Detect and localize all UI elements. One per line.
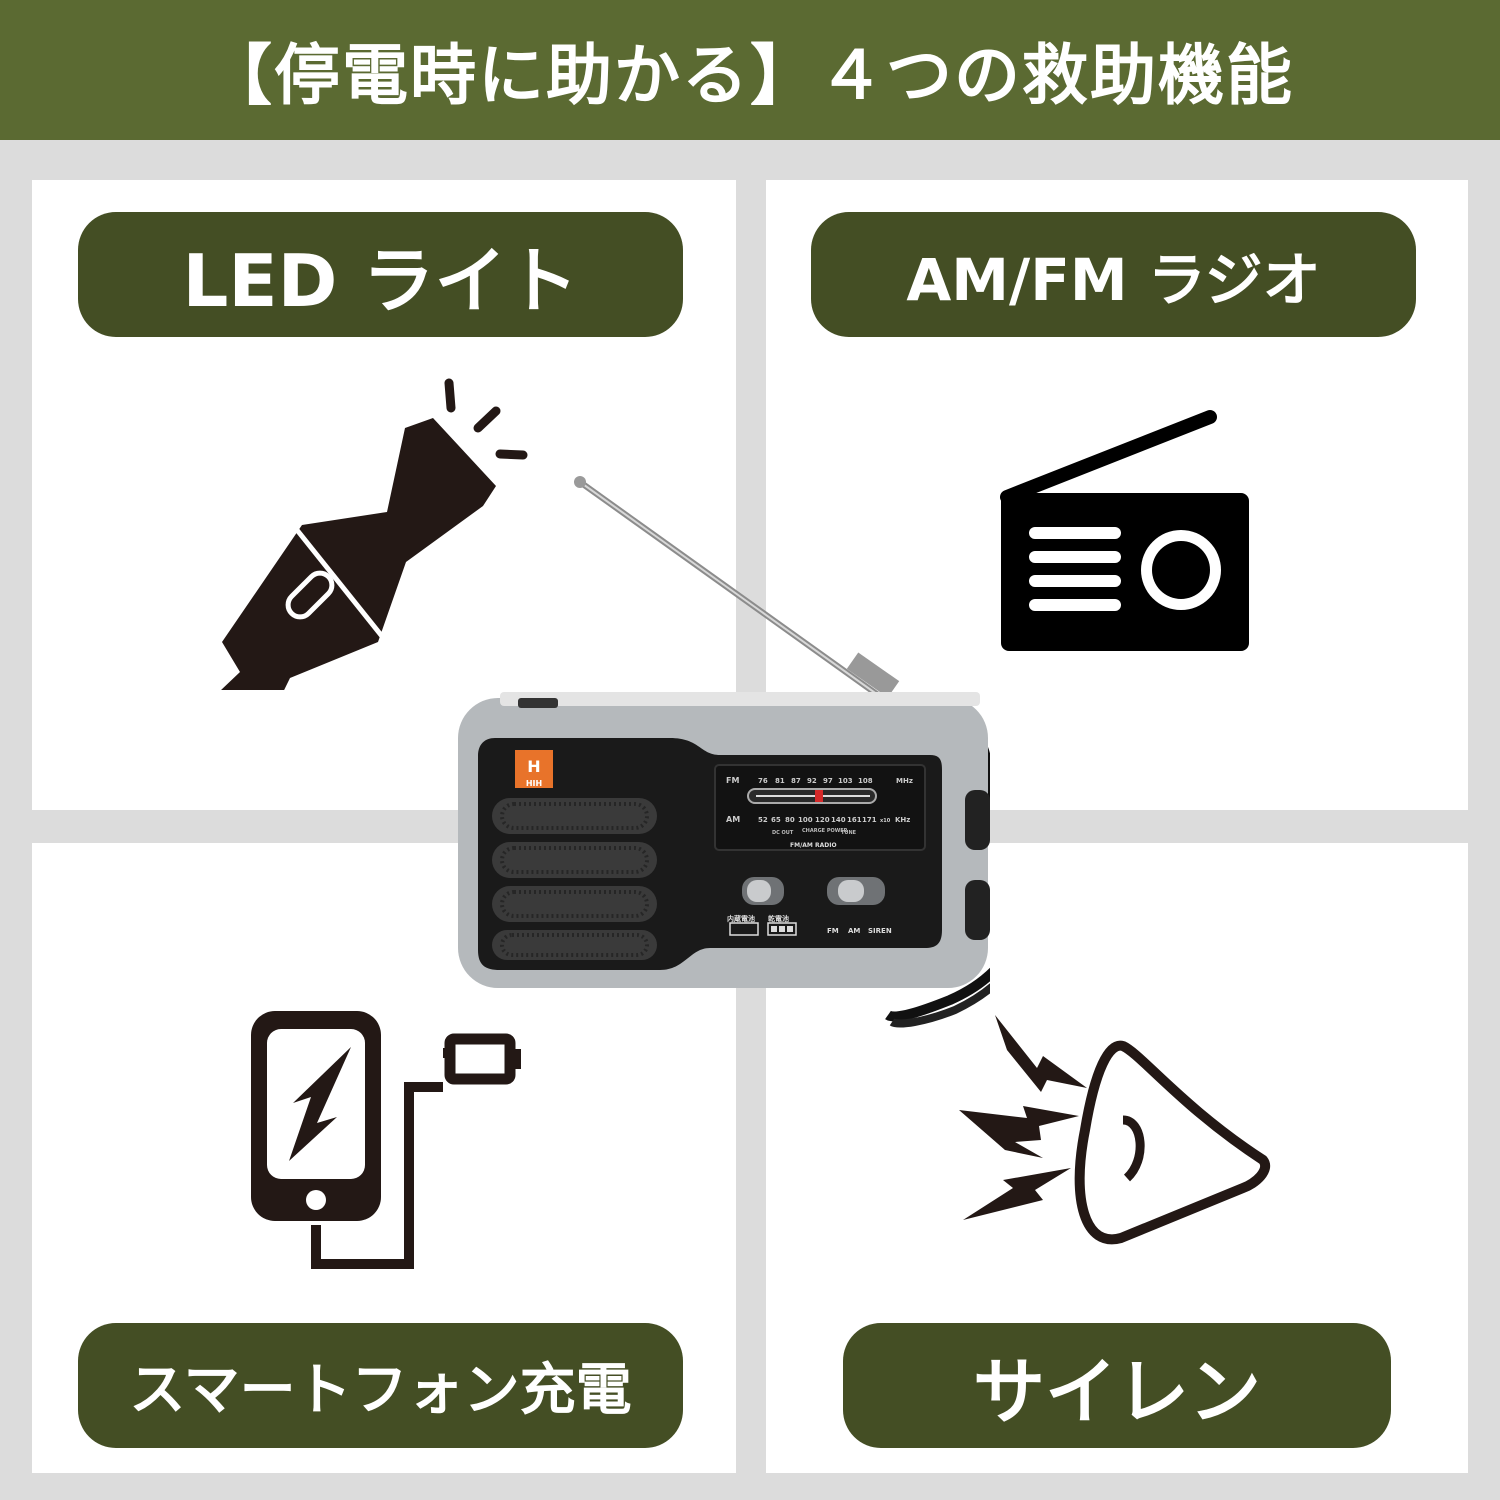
svg-text:92: 92	[807, 777, 817, 785]
svg-text:FM/AM RADIO: FM/AM RADIO	[790, 842, 837, 849]
svg-text:87: 87	[791, 777, 801, 785]
svg-text:52: 52	[758, 816, 768, 824]
radio-icon	[1000, 410, 1249, 651]
svg-text:MHz: MHz	[896, 777, 913, 785]
svg-text:AM: AM	[726, 815, 740, 824]
svg-text:AM: AM	[848, 927, 860, 935]
svg-text:171: 171	[862, 816, 877, 824]
svg-text:103: 103	[838, 777, 853, 785]
siren-megaphone-icon	[959, 1015, 1270, 1245]
svg-text:161: 161	[847, 816, 862, 824]
emergency-radio-device: H HIH FM AM 76 81 87 92 97 103 108 MHz 5…	[458, 476, 990, 1028]
svg-text:80: 80	[785, 816, 795, 824]
svg-text:H: H	[527, 757, 540, 776]
svg-text:97: 97	[823, 777, 833, 785]
brand-logo	[515, 750, 553, 788]
smartphone-charging-icon	[251, 1011, 521, 1269]
page-title: 【停電時に助かる】４つの救助機能	[0, 0, 1500, 140]
svg-text:x10: x10	[880, 818, 891, 824]
svg-text:76: 76	[758, 777, 768, 785]
svg-text:乾電池: 乾電池	[768, 914, 789, 923]
feature-label-radio: AM/FM ラジオ	[811, 212, 1416, 337]
feature-label-led: LED ライト	[78, 212, 683, 337]
svg-text:TUNE: TUNE	[841, 830, 857, 836]
svg-text:140: 140	[831, 816, 846, 824]
flashlight-icon	[221, 378, 528, 690]
svg-text:65: 65	[771, 816, 781, 824]
svg-text:DC OUT: DC OUT	[772, 830, 794, 836]
svg-text:FM: FM	[827, 927, 839, 935]
svg-text:120: 120	[815, 816, 830, 824]
svg-text:内蔵電池: 内蔵電池	[727, 914, 755, 923]
svg-text:100: 100	[798, 816, 813, 824]
svg-text:81: 81	[775, 777, 785, 785]
svg-text:KHz: KHz	[895, 816, 910, 824]
svg-text:SIREN: SIREN	[868, 927, 892, 935]
feature-label-siren: サイレン	[843, 1323, 1391, 1448]
svg-text:108: 108	[858, 777, 873, 785]
svg-text:FM: FM	[726, 776, 739, 785]
feature-label-charge: スマートフォン充電	[78, 1323, 683, 1448]
brand-name: HIH	[526, 779, 542, 788]
svg-text:CHARGE POWER: CHARGE POWER	[802, 828, 848, 834]
